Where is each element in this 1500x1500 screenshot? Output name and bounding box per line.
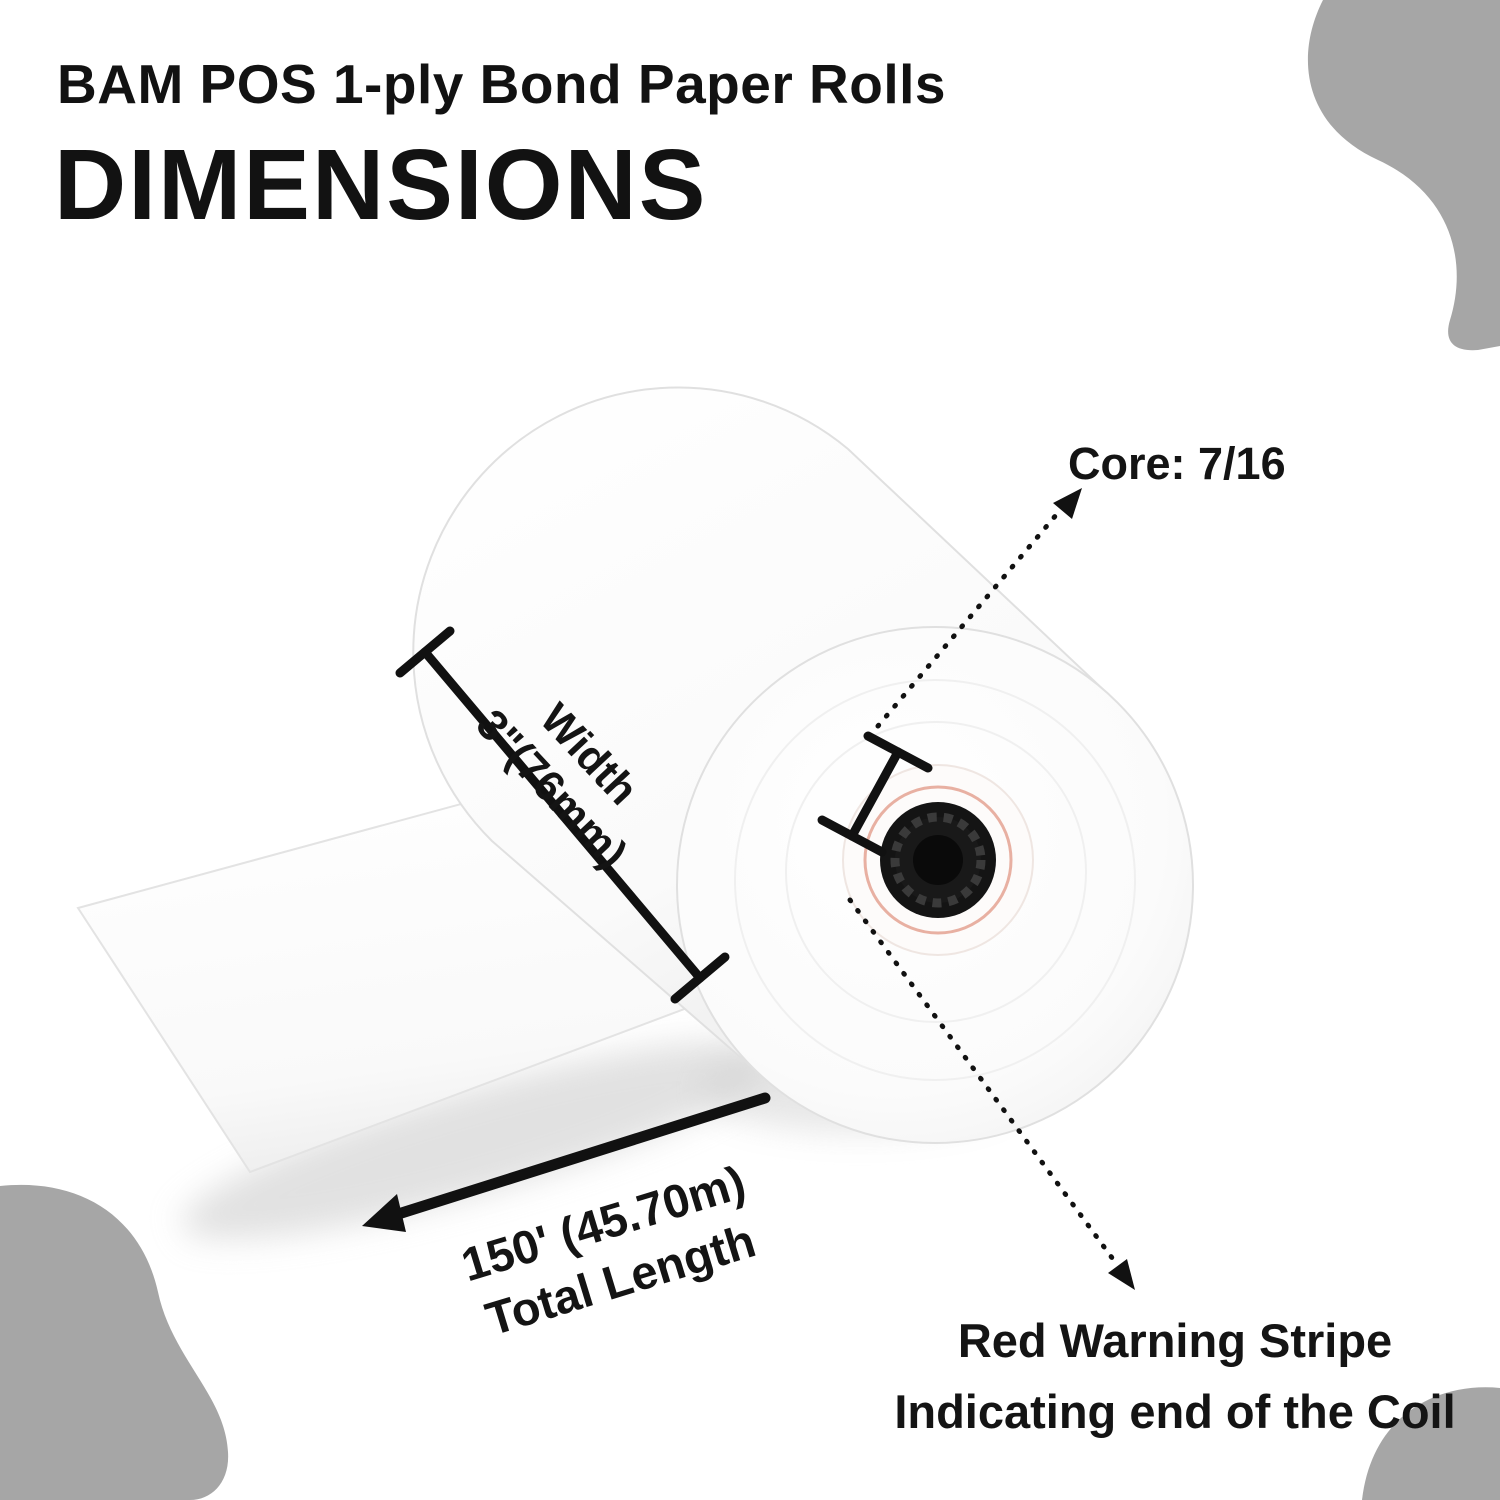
front-face-wind-line-outer <box>734 679 1136 1081</box>
red-warning-stripe-label: Red Warning Stripe Indicating end of the… <box>860 1306 1490 1447</box>
corner-blob-top-right <box>1307 0 1500 351</box>
page-title: BAM POS 1-ply Bond Paper Rolls <box>57 53 947 115</box>
warning-label-line1: Red Warning Stripe <box>957 1314 1393 1367</box>
corner-blob-bottom-left <box>0 1184 229 1500</box>
core-dotted-arrow <box>875 488 1082 729</box>
page-subtitle: DIMENSIONS <box>54 129 708 241</box>
strip-shadow <box>181 1041 779 1239</box>
roll-core-hole <box>913 835 963 885</box>
warning-dotted-arrow <box>847 897 1135 1290</box>
front-face-wind-line-inner <box>785 721 1087 1023</box>
corner-blob-bottom-right <box>1362 1387 1500 1500</box>
length-arrow <box>362 1092 771 1232</box>
core-dimension-line <box>817 731 933 857</box>
core-size-label: Core: 7/16 <box>1068 438 1286 489</box>
red-warning-ring <box>863 785 1013 935</box>
warning-label-line2: Indicating end of the Coil <box>894 1384 1456 1438</box>
width-dimension-line <box>395 626 730 1004</box>
